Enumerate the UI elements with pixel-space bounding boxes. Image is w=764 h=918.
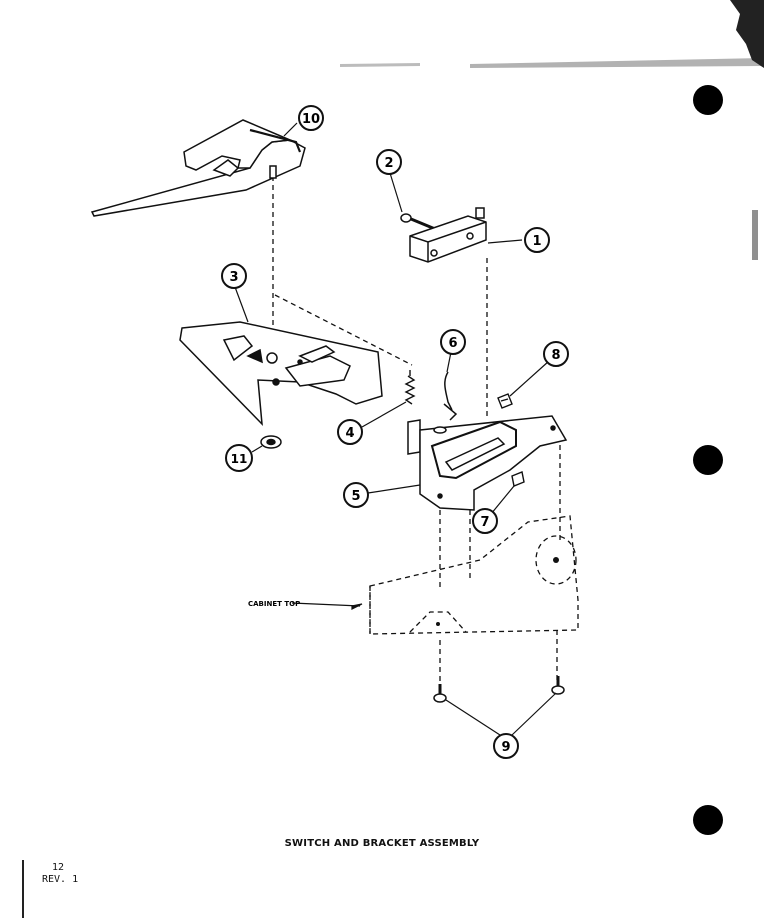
part-7-block <box>511 471 525 487</box>
cabinet-top-label: CABINET TOP <box>248 600 300 608</box>
page-number: 12 <box>52 862 65 873</box>
cabinet-top-hole <box>553 557 559 563</box>
callout-7-text: 7 <box>480 515 489 530</box>
callout-4: 4 <box>337 419 363 445</box>
part-10-actuator-lever <box>90 119 306 217</box>
cabinet-top-outline <box>369 515 579 635</box>
binder-hole-bottom <box>693 805 723 835</box>
callout-1: 1 <box>524 227 550 253</box>
diagram-caption: SWITCH AND BRACKET ASSEMBLY <box>284 838 480 849</box>
callout-9-text: 9 <box>501 740 510 755</box>
cabinet-top-slot <box>436 622 440 626</box>
part-3-mounting-plate <box>179 321 383 427</box>
page-info: 12 REV. 1 <box>42 862 78 886</box>
callout-8-text: 8 <box>551 348 560 363</box>
callout-5: 5 <box>343 482 369 508</box>
callout-4-text: 4 <box>345 426 354 441</box>
part-8-clip <box>497 393 513 409</box>
part-5-bracket <box>407 415 568 511</box>
scan-edge-artifacts <box>22 0 764 918</box>
callout-3-text: 3 <box>229 270 238 285</box>
part-9-screws <box>433 676 565 703</box>
binder-hole-middle <box>693 445 723 475</box>
callout-10-text: 10 <box>302 112 320 127</box>
callout-3: 3 <box>221 263 247 289</box>
revision-label: REV. 1 <box>42 874 79 885</box>
callout-2-text: 2 <box>384 156 393 171</box>
callout-6-text: 6 <box>448 336 457 351</box>
part-11-nut <box>260 435 282 449</box>
callout-2: 2 <box>376 149 402 175</box>
callout-6: 6 <box>440 329 466 355</box>
assembly-dashed-lines <box>272 176 561 690</box>
part-6-wire-clip <box>443 371 458 421</box>
binder-holes <box>693 85 723 835</box>
callout-11: 11 <box>225 444 253 472</box>
callout-8: 8 <box>543 341 569 367</box>
binder-hole-top <box>693 85 723 115</box>
leader-lines <box>234 122 557 736</box>
callout-9: 9 <box>493 733 519 759</box>
part-4-spring <box>404 370 416 405</box>
callout-7: 7 <box>472 508 498 534</box>
callout-11-text: 11 <box>231 452 248 466</box>
part-1-switch <box>409 207 487 263</box>
callouts: 10 2 1 3 6 8 4 11 <box>221 105 569 759</box>
callout-5-text: 5 <box>351 489 360 504</box>
callout-1-text: 1 <box>532 234 541 249</box>
callout-10: 10 <box>298 105 324 131</box>
